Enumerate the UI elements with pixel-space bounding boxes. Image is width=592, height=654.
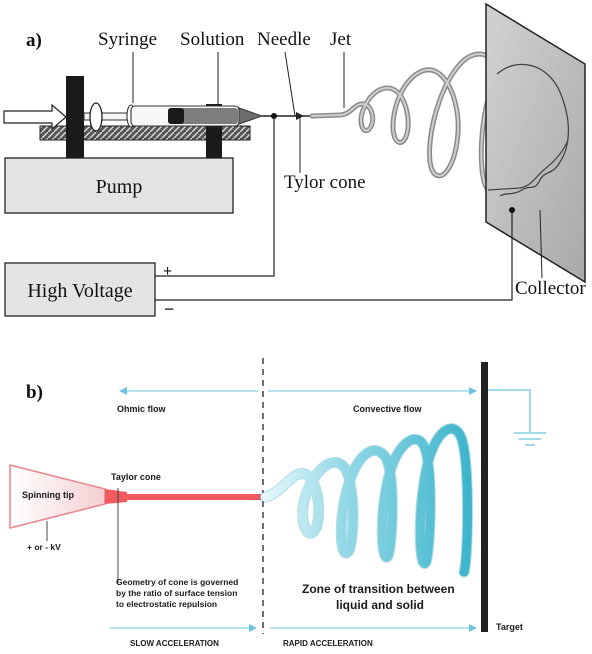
collector-contact — [509, 207, 515, 213]
straight-jet — [127, 494, 265, 500]
jet-spiral-shadow — [309, 51, 513, 194]
pump-support-left — [66, 76, 84, 158]
syringe-label: Syringe — [98, 29, 157, 50]
geometry-note-line-2: by the ratio of surface tension — [116, 588, 237, 598]
whipping-jet-body — [260, 424, 472, 577]
rapid-acceleration-label: RAPID ACCELERATION — [283, 639, 373, 648]
needle-label: Needle — [257, 29, 311, 50]
jet-label: Jet — [330, 29, 352, 50]
ground-icon — [488, 389, 546, 446]
push-arrow-icon — [3, 103, 67, 131]
collector-label: Collector — [515, 278, 586, 299]
geometry-note-line-3: to electrostatic repulsion — [116, 599, 217, 609]
geometry-note: Geometry of cone is governed by the rati… — [116, 577, 241, 609]
whipping-jet — [259, 423, 473, 578]
solution-fill — [168, 108, 238, 124]
taylor-cone-label: Tylor cone — [284, 172, 366, 193]
taylor-cone-b-label: Taylor cone — [111, 472, 161, 482]
panel-b-label: b) — [26, 382, 43, 403]
label-leaders — [132, 51, 345, 173]
convective-flow-label: Convective flow — [353, 404, 423, 414]
minus-terminal: − — [164, 299, 174, 319]
plus-terminal: + — [163, 263, 172, 280]
collector-plate — [485, 2, 586, 284]
taylor-cone-marker — [296, 112, 304, 120]
geometry-note-line-1: Geometry of cone is governed — [116, 577, 238, 587]
target-label: Target — [496, 622, 523, 632]
syringe-tip — [238, 107, 264, 125]
panel-b: b) Ohmic flow Convective flow Spinning t… — [9, 358, 546, 648]
voltage-label: + or - kV — [27, 542, 61, 552]
target-plate — [481, 362, 488, 632]
syringe-piston — [168, 108, 184, 124]
slow-acceleration-label: SLOW ACCELERATION — [130, 639, 219, 648]
transition-zone-line-1: Zone of transition between — [302, 582, 455, 596]
transition-zone-label: Zone of transition between liquid and so… — [302, 582, 458, 612]
transition-zone-line-2: liquid and solid — [336, 598, 424, 612]
deposited-fiber-trail — [487, 139, 569, 191]
pump-label: Pump — [96, 176, 143, 198]
wires — [155, 116, 513, 301]
ohmic-flow-label: Ohmic flow — [117, 404, 167, 414]
pump-box — [4, 157, 234, 214]
deposited-fiber — [496, 63, 570, 197]
spinning-tip-label: Spinning tip — [22, 490, 74, 500]
taylor-cone — [105, 489, 127, 504]
panel-a-label: a) — [26, 30, 42, 51]
panel-a: a) Syringe Solution Needle Jet Pump — [3, 2, 586, 319]
high-voltage-box — [4, 262, 156, 317]
plunger-thumb — [89, 102, 103, 132]
solution-label: Solution — [180, 29, 245, 50]
collector-leader — [539, 209, 543, 279]
high-voltage-label: High Voltage — [27, 280, 132, 302]
